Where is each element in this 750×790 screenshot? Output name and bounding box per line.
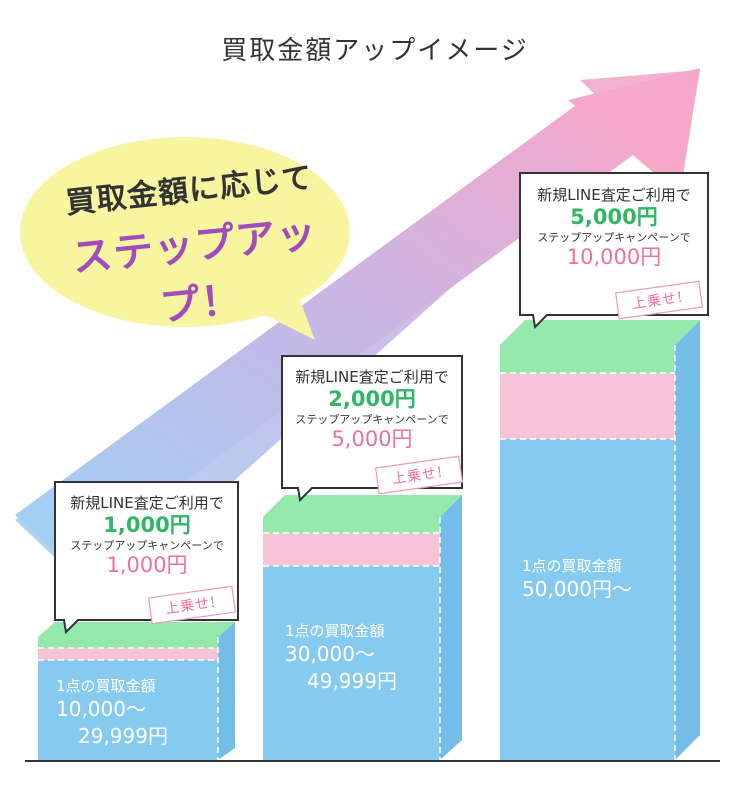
callout-line: 新規LINE査定ご利用で	[537, 186, 691, 204]
speech-bubble-tail	[235, 300, 315, 340]
callout-line: 新規LINE査定ご利用で	[295, 368, 449, 386]
step-1-box	[38, 622, 235, 760]
callout-amount-line: 1,000円	[103, 513, 191, 537]
box-range-to: 49,999円	[307, 669, 397, 693]
speech-bubble	[20, 137, 350, 327]
box-label-title: 1点の買取金額	[56, 677, 156, 695]
callout-amount-line: 2,000円	[328, 387, 416, 411]
step-3-box	[500, 320, 700, 760]
box-label-title: 1点の買取金額	[285, 622, 385, 640]
callout-campaign-line: ステップアップキャンペーンで	[537, 231, 691, 244]
callout-3: 新規LINE査定ご利用で 5,000円 ステップアップキャンペーンで 10,00…	[521, 184, 707, 269]
box-3-label: 1点の買取金額 50,000円〜	[522, 555, 632, 603]
step-2-box	[263, 495, 462, 760]
step-up-arrow-head	[568, 68, 700, 195]
bubble-text: 買取金額に応じて ステップアップ！	[37, 150, 352, 344]
box-range-from: 30,000〜	[285, 642, 375, 666]
tag-3-frame	[614, 280, 704, 320]
callout-campaign-amount: 10,000円	[566, 245, 662, 269]
box-2-label: 1点の買取金額 30,000〜 49,999円	[285, 620, 397, 695]
callout-campaign-amount: 1,000円	[106, 553, 188, 577]
callout-campaign-amount: 5,000円	[331, 427, 413, 451]
box-1-label: 1点の買取金額 10,000〜 29,999円	[56, 675, 168, 750]
page-title: 買取金額アップイメージ	[221, 36, 529, 66]
step-up-arrow-body	[15, 95, 640, 565]
callout-campaign-line: ステップアップキャンペーンで	[295, 413, 449, 426]
callout-1: 新規LINE査定ご利用で 1,000円 ステップアップキャンペーンで 1,000…	[57, 492, 237, 577]
tag-2-frame	[374, 455, 464, 495]
box-range-to: 29,999円	[78, 724, 168, 748]
box-range-from: 50,000円〜	[522, 577, 632, 601]
box-range-from: 10,000〜	[56, 697, 146, 721]
tag-1-frame	[147, 585, 237, 625]
callout-line: 新規LINE査定ご利用で	[70, 494, 224, 512]
callout-2: 新規LINE査定ご利用で 2,000円 ステップアップキャンペーンで 5,000…	[283, 366, 461, 451]
box-label-title: 1点の買取金額	[522, 557, 622, 575]
callout-campaign-line: ステップアップキャンペーンで	[70, 539, 224, 552]
callout-amount-line: 5,000円	[570, 205, 658, 229]
